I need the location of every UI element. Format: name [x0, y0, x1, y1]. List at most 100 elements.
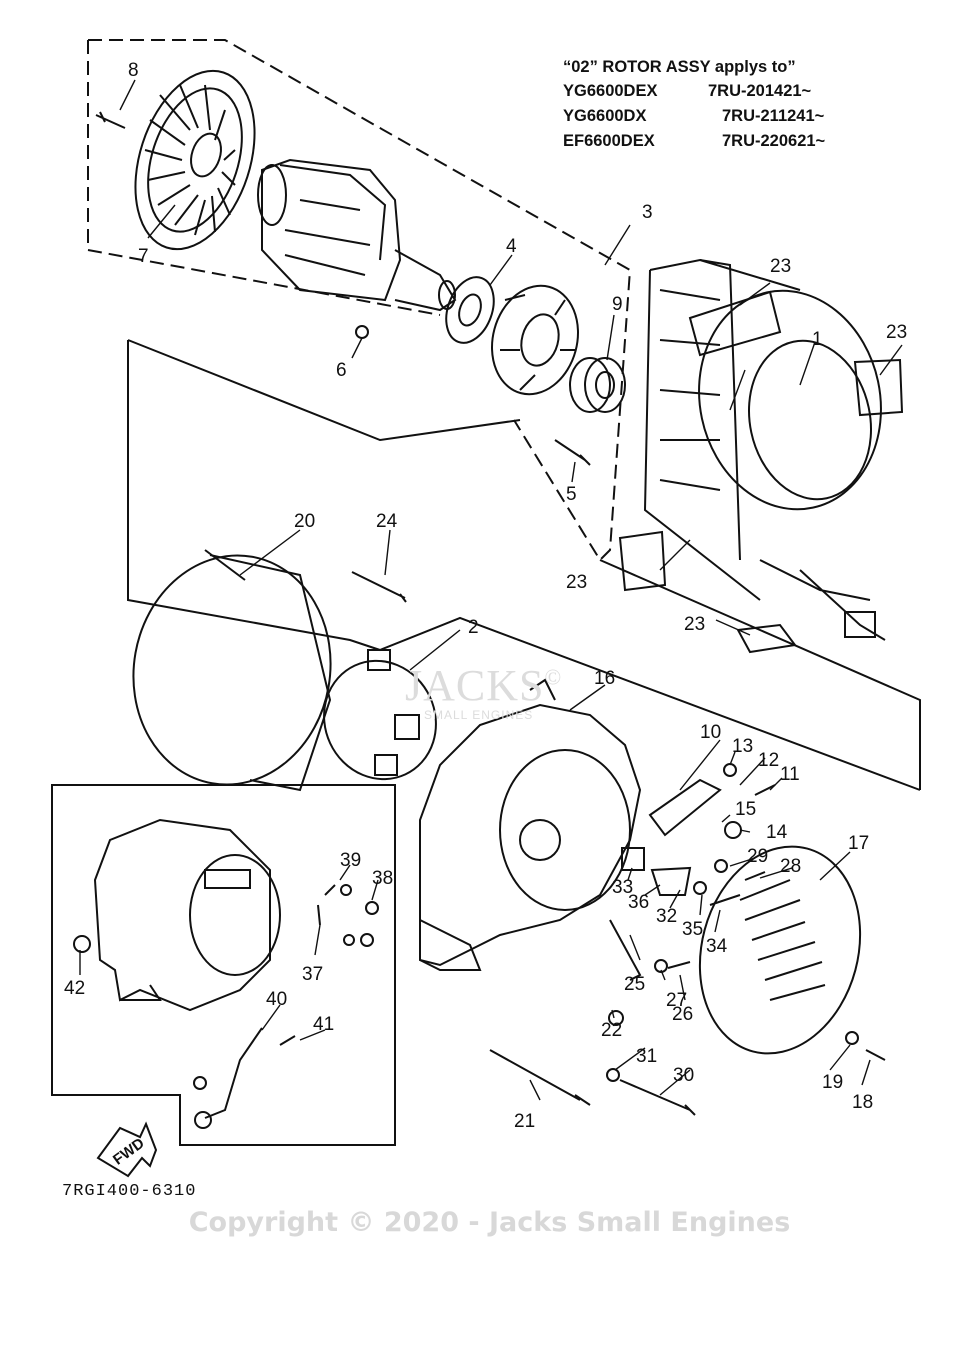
bolt-18 — [865, 1049, 886, 1061]
nut-6 — [355, 325, 369, 339]
model-name: EF6600DEX — [563, 132, 655, 150]
insulator-pad — [688, 290, 782, 357]
rear-cover — [698, 845, 862, 1055]
callout-23: 23 — [566, 572, 587, 593]
callout-27: 27 — [666, 990, 687, 1011]
callout-28: 28 — [780, 856, 801, 877]
callout-17: 17 — [848, 833, 869, 854]
callout-23: 23 — [886, 322, 907, 343]
inset-housing — [73, 818, 379, 1129]
copyright-notice: Copyright © 2020 - Jacks Small Engines — [188, 1207, 791, 1238]
callout-11: 11 — [780, 764, 800, 785]
callout-12: 12 — [758, 750, 779, 771]
bolt-24 — [351, 571, 407, 603]
insulator-pad — [853, 358, 904, 417]
fwd-label: FWD — [110, 1135, 148, 1169]
end-bracket — [323, 649, 437, 781]
model-serial: 7RU-201421~ — [708, 82, 812, 100]
nut — [724, 821, 742, 839]
callout-22: 22 — [601, 1020, 622, 1041]
terminal-plate — [648, 778, 722, 837]
cover-band — [132, 549, 332, 792]
callout-34: 34 — [706, 936, 728, 957]
callout-21: 21 — [514, 1111, 535, 1132]
bolt-8 — [95, 111, 126, 129]
washer — [654, 959, 668, 973]
callout-40: 40 — [266, 989, 287, 1010]
model-name: YG6600DEX — [563, 82, 658, 100]
leader-lines — [79, 79, 903, 1101]
callout-2: 2 — [468, 617, 479, 638]
callout-35: 35 — [682, 919, 703, 940]
callout-20: 20 — [294, 511, 315, 532]
stator-group-boundary — [127, 340, 921, 791]
model-row: YG6600DEX — [563, 82, 657, 101]
cooling-fan — [134, 69, 256, 251]
bearing — [569, 357, 626, 413]
callout-1: 1 — [812, 329, 823, 350]
rotor-assembly — [257, 158, 457, 312]
callout-25: 25 — [624, 974, 645, 995]
callout-19: 19 — [822, 1072, 843, 1093]
model-row: EF6600DEX — [563, 132, 655, 151]
callout-18: 18 — [852, 1092, 873, 1113]
washer — [723, 763, 737, 777]
insulator-pad — [618, 530, 667, 592]
capacitor — [650, 866, 692, 896]
callout-10: 10 — [700, 722, 721, 743]
earth-lead — [204, 1027, 263, 1119]
callout-31: 31 — [636, 1046, 657, 1067]
diode — [621, 847, 645, 871]
model-name: YG6600DX — [563, 107, 647, 125]
callout-30: 30 — [673, 1065, 694, 1086]
callout-37: 37 — [302, 964, 323, 985]
callout-23: 23 — [770, 256, 791, 277]
stud-21 — [489, 1049, 591, 1106]
callout-33: 33 — [612, 877, 633, 898]
inset-box — [51, 784, 396, 1146]
callout-39: 39 — [340, 850, 361, 871]
applicability-title: “02” ROTOR ASSY applys to” — [563, 58, 796, 76]
watermark-subtitle: SMALL ENGINES — [424, 708, 534, 722]
callout-38: 38 — [372, 868, 393, 889]
washer — [606, 1068, 620, 1082]
stud-30 — [619, 1079, 696, 1116]
bolt-5 — [554, 439, 591, 466]
washer — [714, 859, 728, 873]
callout-15: 15 — [735, 799, 756, 820]
callout-6: 6 — [336, 360, 347, 381]
washer — [693, 881, 707, 895]
callout-4: 4 — [506, 236, 517, 257]
drawing-code: 7RGI400-6310 — [62, 1182, 197, 1201]
callout-41: 41 — [313, 1014, 334, 1035]
callout-36: 36 — [628, 892, 649, 913]
bolt — [667, 784, 776, 969]
callout-13: 13 — [732, 736, 753, 757]
insulator-pad — [736, 623, 797, 654]
rotor-group-boundary — [88, 39, 632, 562]
callout-26: 26 — [672, 1004, 693, 1025]
washer — [845, 1031, 859, 1045]
model-serial: 7RU-220621~ — [722, 132, 826, 150]
lead-strap — [609, 919, 642, 981]
stator-group-boundary-right — [599, 559, 921, 790]
rotor-plate — [445, 276, 495, 344]
rectifier-ring — [491, 284, 579, 396]
bolt-41 — [279, 1035, 296, 1046]
callout-32: 32 — [656, 906, 677, 927]
callout-14: 14 — [766, 822, 788, 843]
fwd-arrow — [96, 1121, 158, 1178]
callout-24: 24 — [376, 511, 398, 532]
model-serial: 7RU-211241~ — [722, 107, 825, 125]
stator-group-boundary-top — [127, 339, 521, 442]
watermark-symbol: © — [544, 664, 563, 690]
watermark-brand: JACKS© — [405, 660, 562, 711]
callout-9: 9 — [612, 294, 623, 315]
bolt-head — [608, 1010, 624, 1026]
callout-29: 29 — [747, 846, 768, 867]
callout-8: 8 — [128, 60, 139, 81]
callout-7: 7 — [138, 246, 149, 267]
callout-3: 3 — [642, 202, 653, 223]
callout-16: 16 — [594, 668, 615, 689]
